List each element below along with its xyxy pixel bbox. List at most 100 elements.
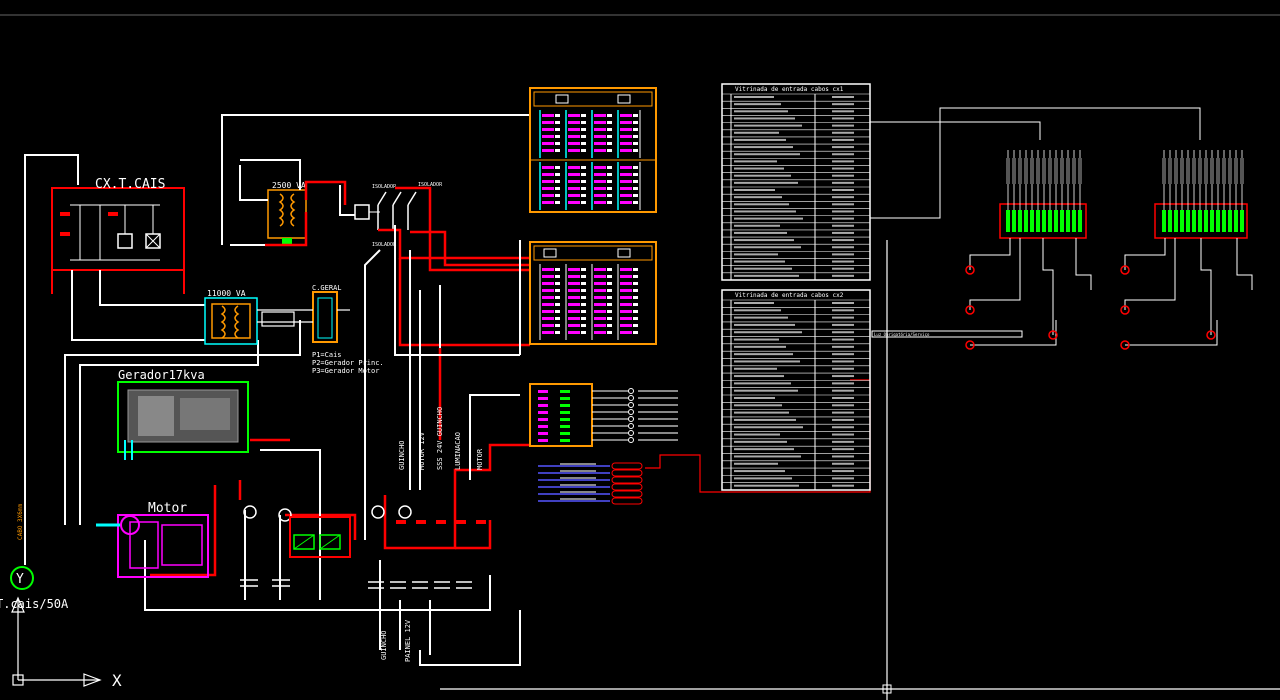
terminal-lamp [965, 340, 975, 350]
transformer-11000va[interactable]: 2500 VA 11000 VA [204, 289, 258, 345]
alarm-lead-tag [560, 491, 596, 493]
alarm-lead-tag [560, 477, 596, 479]
shore-connection[interactable]: Y T.cais/50A [0, 566, 69, 611]
panel3-out-tag [638, 418, 678, 420]
panel1-breaker [542, 142, 554, 145]
panel1-breaker-tag [555, 201, 560, 204]
panel2-breaker [542, 303, 554, 306]
terminal-wire [1042, 238, 1054, 280]
panel1-breaker-tag [607, 114, 612, 117]
bottom-breakers[interactable] [240, 505, 472, 589]
terminal-lamp [965, 265, 975, 275]
battery-charger[interactable] [289, 516, 351, 558]
terminal-strip-1[interactable] [999, 150, 1087, 239]
panel1-breaker-tag [581, 180, 586, 183]
panel1-breaker [542, 180, 554, 183]
terminal [1066, 210, 1070, 232]
panel3-out-tag [638, 404, 678, 406]
transformer-2500va[interactable]: 2500 VA [267, 181, 307, 244]
panel3-terminal [628, 437, 634, 443]
panel2-breaker-tag [633, 275, 638, 278]
table-cell-text [734, 131, 779, 134]
table-cell-value [832, 316, 854, 319]
panel3-breaker [538, 397, 548, 400]
panel2-breaker [568, 317, 580, 320]
table-cell-text [734, 267, 792, 270]
table-cell-text [734, 323, 795, 326]
panel2-breaker [542, 275, 554, 278]
panel2-breaker [542, 289, 554, 292]
table-cell-value [832, 210, 854, 213]
panel2-breaker [620, 310, 632, 313]
panel1-breaker-tag [581, 114, 586, 117]
panel3-terminal [628, 423, 634, 429]
distribution-panel-1[interactable] [529, 87, 657, 213]
terminal [1078, 210, 1082, 232]
engine-motor[interactable]: Motor [96, 501, 209, 578]
terminal [1024, 210, 1028, 232]
table-cell-value [832, 375, 854, 378]
table-cell-text [734, 440, 787, 443]
table-cell-text [734, 389, 798, 392]
table-cell-value [832, 323, 854, 326]
panel2-breaker [620, 296, 632, 299]
panel1-breaker-tag [607, 173, 612, 176]
terminal-lamp [1120, 265, 1130, 275]
table-cell-text [734, 239, 794, 242]
panel1-breaker-tag [607, 149, 612, 152]
cable-entry-table-2[interactable]: Vitrinada de entrada cabos cx2 [721, 289, 871, 491]
terminal [1198, 210, 1202, 232]
panel1-breaker-tag [555, 114, 560, 117]
table-cell-value [832, 239, 854, 242]
distribution-panel-3[interactable] [529, 383, 678, 447]
panel1-breaker [568, 187, 580, 190]
panel1-breaker-tag [555, 194, 560, 197]
terminal-label-block [1030, 158, 1034, 184]
terminal-wire [1236, 238, 1253, 290]
shore-box[interactable]: CX.T.CAIS [51, 177, 185, 294]
panel2-breaker [594, 331, 606, 334]
panel1-breaker [620, 201, 632, 204]
table-cell-value [832, 484, 854, 487]
table-cell-text [734, 302, 774, 304]
terminal-strip-2[interactable] [1154, 150, 1248, 239]
table-cell-value [832, 253, 854, 256]
table-cell-value [832, 181, 854, 184]
cable-entry-table-1[interactable]: Vitrinada de entrada cabos cx1 [721, 83, 871, 281]
terminal-wire [1125, 320, 1218, 346]
terminal-label-block [1006, 158, 1010, 184]
panel2-breaker-tag [607, 289, 612, 292]
panel2-breaker [542, 268, 554, 271]
table-cell-text [734, 484, 799, 487]
terminal-label-block [1174, 158, 1178, 184]
panel1-breaker-tag [555, 173, 560, 176]
panel2-breaker-tag [581, 268, 586, 271]
terminal-label-block [1072, 158, 1076, 184]
panel2-breaker-tag [555, 310, 560, 313]
terminal-label-block [1036, 158, 1040, 184]
crosshair-cursor-icon [882, 684, 892, 694]
terminal-label-block [1198, 158, 1202, 184]
panel1-breaker [620, 166, 632, 169]
panel2-breaker-tag [555, 296, 560, 299]
table-link-wiring: Luz Obrigatória/Serviço [870, 107, 1201, 338]
table-cell-text [734, 217, 803, 220]
panel3-terminal [628, 388, 634, 394]
panel2-breaker [568, 275, 580, 278]
isolators[interactable]: ISOLADOR ISOLADOR ISOLADOR [372, 182, 443, 248]
source-selector[interactable]: C.GERAL P1=Cais P2=Gerador Princ. P3=Ger… [312, 284, 384, 375]
vlabel-sss24v: SSS 24V GUINCHO [436, 407, 444, 470]
table-cell-text [734, 477, 792, 480]
table-cell-text [734, 231, 787, 234]
table-cell-value [832, 146, 854, 149]
relay-block[interactable] [354, 204, 380, 220]
table-cell-text [734, 455, 801, 458]
generator-17kva[interactable]: Gerador17kva [117, 368, 249, 460]
panel3-terminal [628, 416, 634, 422]
table-cell-text [734, 360, 800, 363]
distribution-panel-2[interactable] [529, 241, 657, 345]
table-cell-value [832, 131, 854, 134]
panel2-breaker [620, 324, 632, 327]
ucs-x-label: X [112, 671, 122, 690]
